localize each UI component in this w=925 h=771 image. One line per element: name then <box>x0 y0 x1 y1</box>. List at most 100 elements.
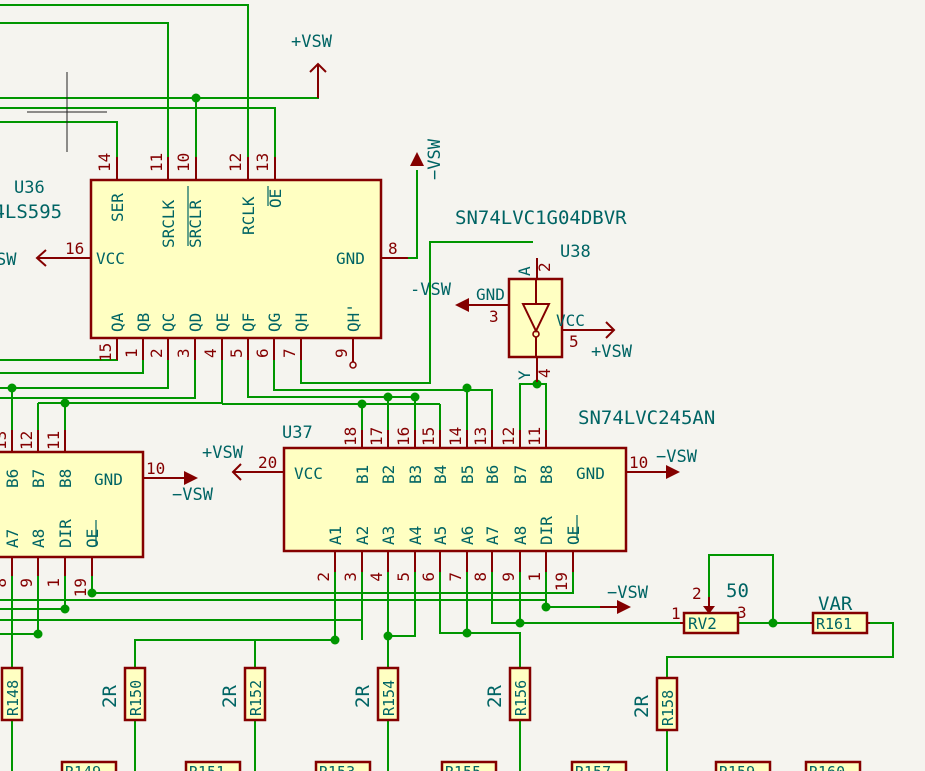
chip-u37[interactable]: U37 SN74LVC245AN 20 VCC 10 GND 18B117B21… <box>255 407 715 591</box>
u37-pin-name: A6 <box>458 526 477 545</box>
chip-u38[interactable]: SN74LVC1G04DBVR U38 A 2 GND 3 VCC 5 Y 4 <box>455 207 627 382</box>
u37-pin-num: 4 <box>367 572 386 582</box>
u36-pin-num: 1 <box>122 348 141 358</box>
left-chip-pin-num: 11 <box>44 431 63 450</box>
resistor-ref: R155 <box>445 763 481 771</box>
resistor-ref: R151 <box>189 763 225 771</box>
u36-pin-num: 11 <box>147 153 166 172</box>
u37-pin-num: 6 <box>419 572 438 582</box>
r161-ref: R161 <box>816 615 852 633</box>
u37-pin-name: A4 <box>406 526 425 545</box>
u37-pin-num: 17 <box>367 427 386 446</box>
crosshair-cursor-icon <box>27 72 107 152</box>
resistor-ref: R159 <box>719 763 755 771</box>
left-chip-pin-num: 10 <box>146 459 165 478</box>
resistor-ref: R149 <box>65 763 101 771</box>
left-chip-pin-name: A8 <box>29 529 48 548</box>
power-symbols <box>35 62 680 614</box>
u38-pin-name: Y <box>515 370 534 380</box>
u36-pin-name: OE <box>266 189 285 208</box>
u38-pin-num: 3 <box>489 307 499 326</box>
u36-pin-name: SER <box>108 193 127 222</box>
u36-pin-name: QG <box>265 313 284 332</box>
u37-pin-name: A7 <box>483 526 502 545</box>
u36-pin-num: 6 <box>253 348 272 358</box>
u37-pin-name: A3 <box>379 526 398 545</box>
resistor-value: 2R <box>484 685 506 708</box>
power-labels: +VSW −VSW SW -VSW +VSW +VSW −VSW −VSW −V… <box>0 32 698 603</box>
u36-pin-num: 3 <box>174 348 193 358</box>
resistor-vertical[interactable]: R1482R <box>0 666 24 722</box>
resistor-bottom[interactable]: R157 <box>570 760 628 771</box>
resistor-bottom[interactable]: R160 <box>804 760 862 771</box>
u36-value: 74LS595 <box>0 201 62 223</box>
r161-value: VAR <box>818 593 853 615</box>
resistor-ref: R153 <box>319 763 355 771</box>
u36-ref: U36 <box>14 178 45 198</box>
chip-u36[interactable]: U36 74LS595 14 11 10 12 13 SER SRCLK SRC… <box>0 153 408 369</box>
power-label-vsw-neg: −VSW <box>425 138 445 180</box>
u38-pin-name: A <box>515 266 534 276</box>
u36-pin-num: 7 <box>280 348 299 358</box>
potentiometer-rv2[interactable]: RV2 50 1 2 3 <box>671 580 749 635</box>
bottom-resistors: R149 R151 R153 R155 R157 R159 R160 <box>60 760 862 771</box>
resistor-ref: R150 <box>127 680 145 716</box>
u36-pin-num: 9 <box>332 348 351 358</box>
u37-pin-name: DIR <box>537 516 556 545</box>
resistor-r161[interactable]: R161 VAR <box>810 593 870 635</box>
chip-left-partial[interactable]: 10 GND 13B612B711B88A79A81DIR19OE <box>0 430 170 597</box>
resistor-bottom[interactable]: R151 <box>184 760 242 771</box>
vertical-resistors: R1482RR1502RR1522RR1542RR1562RR1582R <box>0 666 679 732</box>
resistor-bottom[interactable]: R155 <box>440 760 498 771</box>
u36-pin-name: GND <box>336 249 365 268</box>
u37-pin-num: 9 <box>499 572 518 582</box>
resistor-ref: R157 <box>575 763 611 771</box>
u37-pin-name: B8 <box>537 465 556 484</box>
left-chip-pin-num: 9 <box>17 578 36 588</box>
u38-pin-name: VCC <box>556 311 585 330</box>
left-chip-pin-name: OE <box>83 529 102 548</box>
resistor-bottom[interactable]: R159 <box>714 760 772 771</box>
u37-pin-num: 8 <box>471 572 490 582</box>
resistor-ref: R148 <box>4 680 22 716</box>
u37-pin-num: 3 <box>341 572 360 582</box>
u36-pin-num: 15 <box>96 343 115 362</box>
u37-pin-name: B3 <box>406 465 425 484</box>
u37-pin-num: 7 <box>446 572 465 582</box>
u37-pin-name: B1 <box>353 465 372 484</box>
u37-pin-num: 10 <box>629 453 648 472</box>
resistor-bottom[interactable]: R149 <box>60 760 118 771</box>
u37-pin-name: GND <box>576 464 605 483</box>
u38-pin-num: 2 <box>535 262 554 272</box>
resistor-value: 2R <box>352 685 374 708</box>
left-chip-pin-name: B8 <box>56 469 75 488</box>
u36-pin-num: 14 <box>95 153 114 172</box>
u37-value: SN74LVC245AN <box>578 407 715 429</box>
u36-pin-num: 4 <box>201 348 220 358</box>
wires <box>0 4 894 771</box>
u36-pin-num: 16 <box>65 239 84 258</box>
u36-pin-num: 2 <box>147 348 166 358</box>
power-label-vsw-neg: −VSW <box>656 447 698 467</box>
power-label-vsw-pos: +VSW <box>291 32 333 52</box>
u37-pin-num: 13 <box>471 427 490 446</box>
u36-pin-num: 13 <box>253 153 272 172</box>
resistor-ref: R158 <box>659 690 677 726</box>
u36-pin-name: SRCLK <box>159 199 178 248</box>
u37-pin-name: VCC <box>294 464 323 483</box>
u38-value: SN74LVC1G04DBVR <box>455 207 627 229</box>
left-chip-pin-name: DIR <box>56 519 75 548</box>
u37-pin-name: B5 <box>458 465 477 484</box>
u36-pin-num: 12 <box>226 153 245 172</box>
resistor-bottom[interactable]: R153 <box>314 760 372 771</box>
left-chip-pin-name: B6 <box>3 469 22 488</box>
u37-pin-num: 11 <box>525 427 544 446</box>
u37-pin-name: B7 <box>511 465 530 484</box>
u38-ref: U38 <box>560 242 591 262</box>
